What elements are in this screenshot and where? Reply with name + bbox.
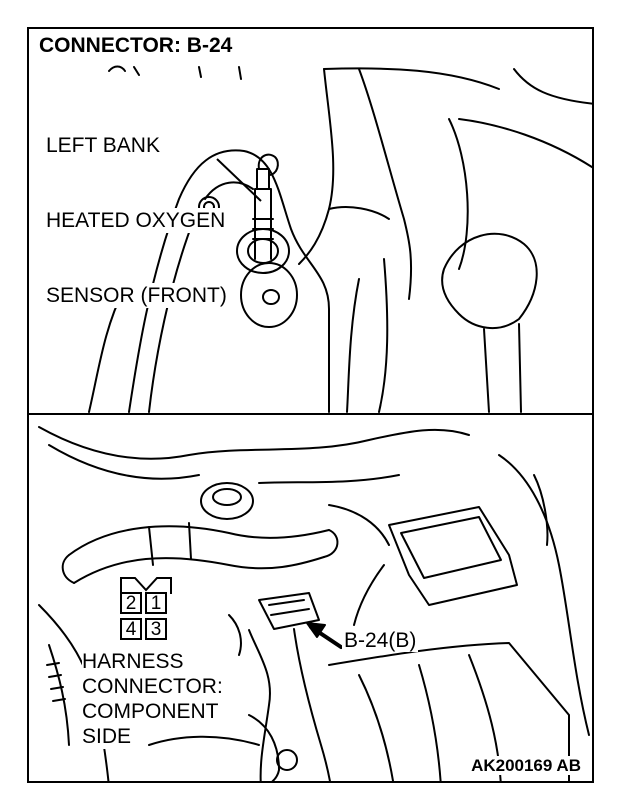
figure-id: AK200169 AB	[468, 756, 584, 775]
connector-latch-icon	[120, 577, 172, 594]
top-engine-illustration	[88, 65, 592, 413]
connector-pin-3: 3	[145, 618, 167, 640]
connector-pin-4: 4	[120, 618, 142, 640]
connector-title: CONNECTOR: B-24	[37, 34, 235, 57]
harness-label-line-3: COMPONENT	[82, 699, 221, 724]
diagram-frame: 2 1 4 3 CONNECTOR: B-24 LEFT BANK HEATED…	[27, 27, 594, 783]
harness-label-line-2: CONNECTOR:	[82, 674, 225, 699]
sensor-label: LEFT BANK HEATED OXYGEN SENSOR (FRONT)	[46, 83, 229, 358]
harness-label-line-1: HARNESS	[82, 649, 186, 674]
connector-pin-1: 1	[145, 592, 167, 614]
harness-label: HARNESS CONNECTOR: COMPONENT SIDE	[82, 649, 225, 749]
harness-label-line-4: SIDE	[82, 724, 134, 749]
sensor-label-line-2: HEATED OXYGEN	[46, 208, 228, 233]
panel-divider	[29, 413, 592, 415]
sensor-label-line-1: LEFT BANK	[46, 133, 162, 158]
harness-connector-diagram: 2 1 4 3	[117, 576, 175, 644]
sensor-label-line-3: SENSOR (FRONT)	[46, 283, 229, 308]
connector-callout-label: B-24(B)	[342, 629, 419, 652]
sensor-leader-line	[216, 158, 262, 202]
bottom-engine-illustration	[38, 426, 590, 781]
connector-pin-2: 2	[120, 592, 142, 614]
